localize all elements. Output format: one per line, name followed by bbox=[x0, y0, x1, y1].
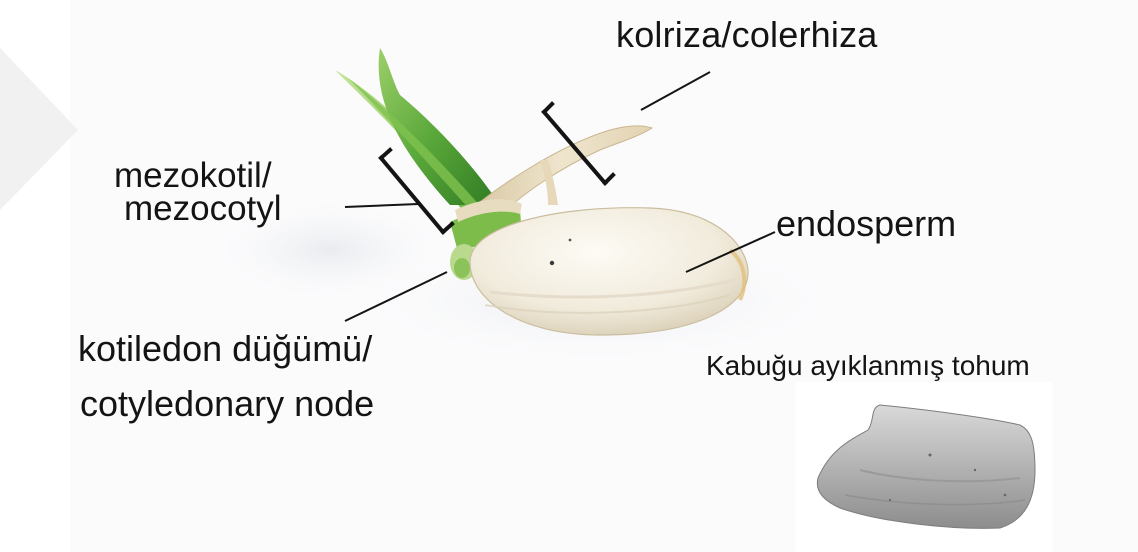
cotyledonary-node-label-line1: kotiledon düğümü/ bbox=[78, 331, 372, 367]
endosperm-label: endosperm bbox=[776, 206, 956, 242]
mesocotyl-label-line1: mezokotil/ bbox=[114, 158, 272, 193]
coleorhiza-label: kolriza/colerhiza bbox=[616, 17, 878, 53]
mesocotyl-label-line2: mezocotyl bbox=[124, 191, 282, 226]
dehulled-seed-inset bbox=[795, 382, 1053, 552]
cotyledonary-node-label-line2: cotyledonary node bbox=[80, 386, 374, 422]
dehulled-seed-label: Kabuğu ayıklanmış tohum bbox=[706, 352, 1030, 380]
endosperm-seed bbox=[470, 208, 748, 335]
